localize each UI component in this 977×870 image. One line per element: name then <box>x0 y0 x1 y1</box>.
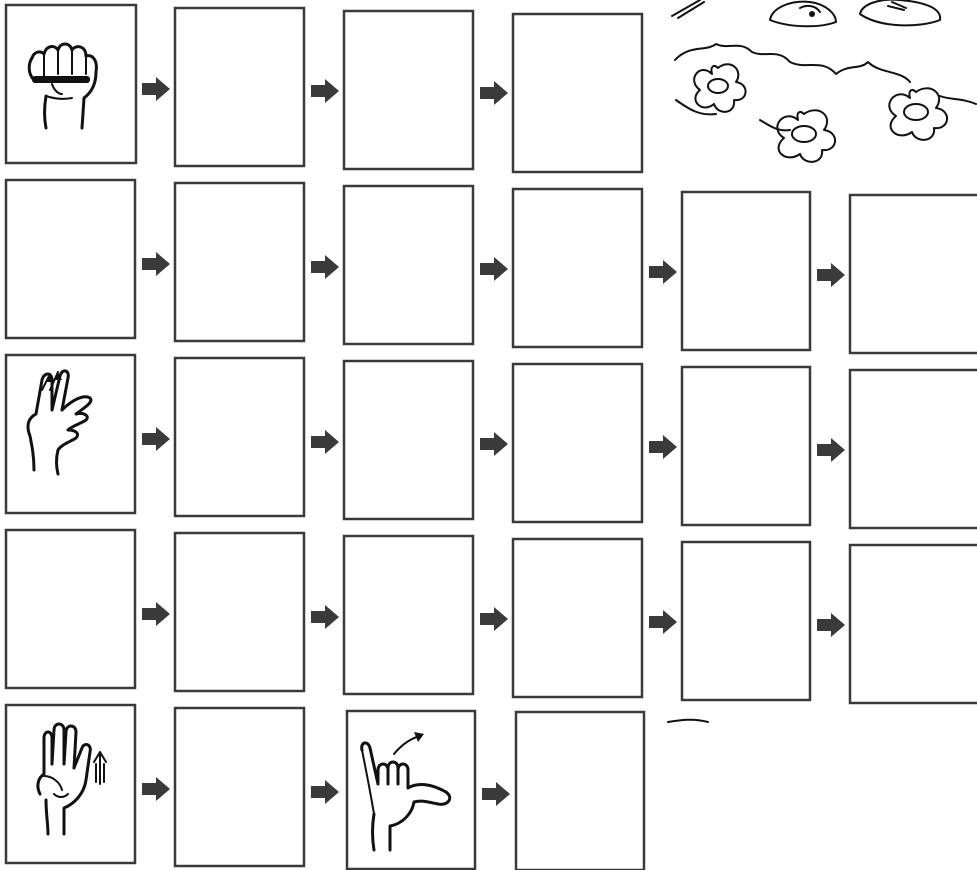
sign-box <box>6 355 135 513</box>
arrow-icon <box>142 777 170 801</box>
arrow-icon <box>480 607 508 631</box>
blank-box[interactable] <box>513 364 642 522</box>
worksheet-row-4 <box>6 530 977 703</box>
arrow-icon <box>480 432 508 456</box>
worksheet-row-5 <box>6 705 644 870</box>
stray-mark <box>668 720 708 722</box>
worksheet-row-2 <box>6 180 977 353</box>
flowers-illustration-icon <box>675 44 976 162</box>
arrow-icon <box>311 430 339 454</box>
shoes-illustration-icon <box>672 0 940 26</box>
arrow-icon <box>311 605 339 629</box>
blank-box[interactable] <box>513 539 642 697</box>
blank-box[interactable] <box>6 530 135 688</box>
blank-box[interactable] <box>344 361 473 519</box>
blank-box[interactable] <box>175 533 304 691</box>
arrow-icon <box>649 260 677 284</box>
arrow-icon <box>817 263 845 287</box>
arrow-icon <box>142 77 170 101</box>
blank-box[interactable] <box>513 189 642 347</box>
blank-box[interactable] <box>682 367 810 525</box>
arrow-icon <box>817 438 845 462</box>
worksheet-row-1 <box>6 5 642 172</box>
blank-box[interactable] <box>682 542 810 700</box>
worksheet-row-3 <box>6 355 977 528</box>
blank-box[interactable] <box>850 370 977 528</box>
arrow-icon <box>142 427 170 451</box>
arrow-icon <box>142 252 170 276</box>
arrow-icon <box>482 782 510 806</box>
sign-box <box>6 705 135 863</box>
arrow-icon <box>817 613 845 637</box>
blank-box[interactable] <box>682 192 810 350</box>
sign-box <box>347 711 475 869</box>
arrow-icon <box>649 610 677 634</box>
blank-box[interactable] <box>344 186 473 344</box>
arrow-icon <box>311 255 339 279</box>
blank-box[interactable] <box>6 180 135 338</box>
blank-box[interactable] <box>175 8 304 166</box>
sign-box <box>6 5 136 163</box>
blank-box[interactable] <box>516 712 644 870</box>
arrow-icon <box>142 602 170 626</box>
blank-box[interactable] <box>850 545 977 703</box>
arrow-icon <box>649 435 677 459</box>
blank-box[interactable] <box>513 14 642 172</box>
arrow-icon <box>480 257 508 281</box>
blank-box[interactable] <box>175 183 304 341</box>
blank-box[interactable] <box>175 358 304 516</box>
arrow-icon <box>311 79 339 103</box>
arrow-icon <box>480 81 508 105</box>
blank-box[interactable] <box>344 11 473 169</box>
blank-box[interactable] <box>344 536 473 694</box>
blank-box[interactable] <box>850 195 977 353</box>
arrow-icon <box>311 780 339 804</box>
blank-box[interactable] <box>175 708 304 866</box>
